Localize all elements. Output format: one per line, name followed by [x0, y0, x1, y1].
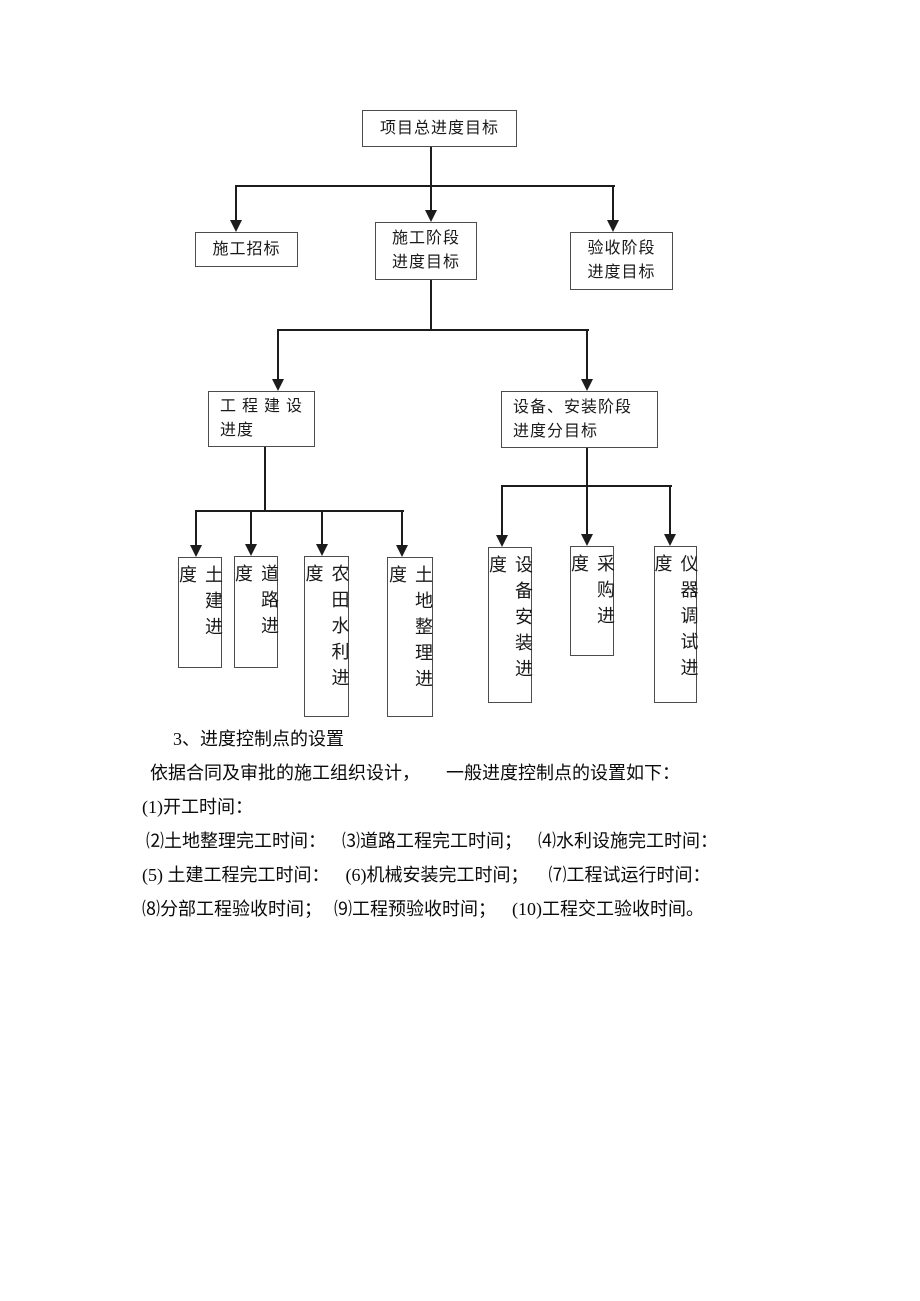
- intro-part2: 一般进度控制点的设置如下：: [446, 763, 680, 783]
- flowchart-node-civil: 土建进度: [177, 557, 223, 668]
- connector-to-construction-stage: [430, 185, 432, 210]
- node-label: 土建进度: [177, 565, 223, 643]
- arrowhead-down-icon: [607, 220, 619, 232]
- connector-to-acceptance-stage: [612, 185, 614, 220]
- body-text: 3、进度控制点的设置 依据合同及审批的施工组织设计，一般进度控制点的设置如下： …: [0, 722, 920, 926]
- connector-to-irrigation: [321, 510, 323, 544]
- node-label: 采购进度: [569, 554, 615, 632]
- node-label: 道路进度: [233, 564, 279, 642]
- node-label: 设备安装进度: [487, 555, 533, 685]
- flowchart-node-acceptance-stage: 验收阶段 进度目标: [570, 232, 673, 290]
- section-heading-text: 3、进度控制点的设置: [173, 729, 344, 749]
- node-label-line2: 进度: [220, 422, 255, 439]
- node-label-line1: 工 程 建 设: [220, 398, 304, 415]
- control-points-row-2: ⑵土地整理完工时间： ⑶道路工程完工时间； ⑷水利设施完工时间：: [0, 824, 920, 858]
- flowchart-node-engineering: 工 程 建 设 进度: [208, 391, 315, 447]
- arrowhead-down-icon: [581, 379, 593, 391]
- flowchart-node-land: 土地整理进度: [387, 557, 433, 717]
- section-heading: 3、进度控制点的设置: [0, 722, 920, 756]
- node-label-line2: 进度分目标: [513, 422, 599, 440]
- arrowhead-down-icon: [664, 534, 676, 546]
- control-point-7: ⑺工程试运行时间：: [548, 865, 711, 885]
- arrowhead-down-icon: [272, 379, 284, 391]
- connector-engineering-stem: [264, 447, 266, 512]
- node-label-line2: 进度目标: [391, 254, 460, 271]
- control-point-1: (1)开工时间：: [0, 790, 920, 824]
- control-point-8: ⑻分部工程验收时间；: [142, 899, 322, 919]
- control-point-9: ⑼工程预验收时间；: [334, 899, 496, 919]
- node-label: 仪器调试进度: [652, 554, 699, 684]
- flowchart-node-bidding: 施工招标: [195, 232, 298, 267]
- connector-construction-stem: [430, 280, 432, 331]
- connector-to-equipment: [501, 485, 503, 535]
- connector-to-civil: [195, 510, 197, 545]
- node-label: 施工招标: [212, 240, 281, 258]
- flowchart-node-project-total-goal: 项目总进度目标: [362, 110, 517, 147]
- connector-to-equipment-install: [586, 329, 588, 379]
- node-label-line1: 验收阶段: [587, 240, 656, 257]
- control-point-4: ⑷水利设施完工时间：: [538, 831, 718, 851]
- connector-to-road: [250, 510, 252, 544]
- arrowhead-down-icon: [496, 535, 508, 547]
- arrowhead-down-icon: [190, 545, 202, 557]
- node-label: 项目总进度目标: [379, 119, 499, 137]
- flowchart-node-equipment-install: 设备、安装阶段 进度分目标: [501, 391, 658, 448]
- flowchart-node-equipment: 设备安装进度: [487, 547, 533, 703]
- control-point-5: (5) 土建工程完工时间：: [142, 865, 330, 885]
- connector-level3-bar: [277, 329, 589, 331]
- arrowhead-down-icon: [396, 545, 408, 557]
- arrowhead-down-icon: [425, 210, 437, 222]
- connector-to-instrument: [669, 485, 671, 534]
- arrowhead-down-icon: [230, 220, 242, 232]
- node-label: 农田水利进度: [303, 564, 350, 694]
- flowchart-node-irrigation: 农田水利进度: [304, 556, 350, 717]
- arrowhead-down-icon: [581, 534, 593, 546]
- connector-to-engineering: [277, 329, 279, 379]
- node-label: 土地整理进度: [387, 565, 433, 695]
- connector-level2-bar: [236, 185, 615, 187]
- arrowhead-down-icon: [316, 544, 328, 556]
- connector-equipment-stem: [586, 448, 588, 487]
- connector-to-bidding: [235, 185, 237, 220]
- node-label-line2: 进度目标: [587, 264, 656, 281]
- flowchart-node-instrument: 仪器调试进度: [653, 546, 699, 703]
- control-points-row-4: ⑻分部工程验收时间； ⑼工程预验收时间； (10)工程交工验收时间。: [0, 892, 920, 926]
- node-label-line1: 施工阶段: [391, 230, 460, 247]
- intro-line: 依据合同及审批的施工组织设计， 一般进度控制点的设置如下：: [0, 756, 920, 790]
- control-point-3: ⑶道路工程完工时间；: [342, 831, 522, 851]
- flowchart-node-construction-stage: 施工阶段 进度目标: [375, 222, 477, 280]
- control-points-row-3: (5) 土建工程完工时间： (6)机械安装完工时间； ⑺工程试运行时间：: [0, 858, 920, 892]
- connector-to-procurement: [586, 485, 588, 534]
- control-point-6: (6)机械安装完工时间；: [345, 865, 529, 885]
- control-point-10: (10)工程交工验收时间。: [512, 899, 704, 919]
- connector-to-land: [401, 510, 403, 545]
- connector-root-stem: [430, 147, 432, 185]
- connector-left-leaves-bar: [195, 510, 404, 512]
- arrowhead-down-icon: [245, 544, 257, 556]
- node-label-line1: 设备、安装阶段: [513, 398, 633, 416]
- control-point-2: ⑵土地整理完工时间：: [146, 831, 326, 851]
- flowchart-node-procurement: 采购进度: [569, 546, 615, 656]
- intro-part1: 依据合同及审批的施工组织设计，: [150, 763, 420, 783]
- flowchart-node-road: 道路进度: [233, 556, 279, 668]
- control-point-1-text: (1)开工时间：: [142, 797, 253, 817]
